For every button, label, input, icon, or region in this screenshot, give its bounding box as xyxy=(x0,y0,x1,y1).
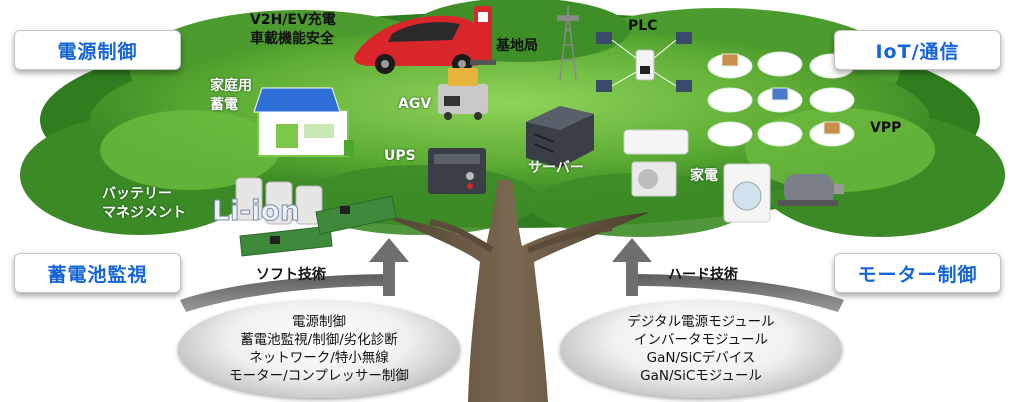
battery-mgmt-label-1: バッテリー xyxy=(102,186,172,202)
base-station-icon xyxy=(557,6,579,81)
battery-mgmt-label-2: マネジメント xyxy=(102,205,186,221)
ev-car-icon xyxy=(354,15,490,74)
vpp-grid-icon xyxy=(707,51,855,147)
home-storage-label-1: 家庭用 xyxy=(210,78,252,94)
soft-tech-item: 電源制御 xyxy=(292,314,346,330)
battery-monitor-category: 蓄電池監視 xyxy=(14,253,181,293)
hard-tech-oval: デジタル電源モジュール インバータモジュール GaN/SiCデバイス GaN/S… xyxy=(560,300,842,398)
battery-cells-icon xyxy=(235,177,323,225)
hard-tech-item: GaN/SiCモジュール xyxy=(640,368,762,384)
li-ion-label: Li-ion xyxy=(212,194,301,227)
base-station-label: 基地局 xyxy=(496,38,538,54)
hard-tech-item: デジタル電源モジュール xyxy=(627,314,775,330)
motor-icon xyxy=(778,174,844,206)
hard-tech-arrow xyxy=(612,238,844,312)
onboard-safety-label: 車載機能安全 xyxy=(250,31,334,47)
tree-trunk xyxy=(380,180,650,402)
server-icon xyxy=(526,106,594,168)
vpp-label: VPP xyxy=(870,120,902,136)
hard-tech-item: インバータモジュール xyxy=(633,332,769,348)
motor-control-category: モーター制御 xyxy=(834,253,1001,293)
air-conditioner-icon xyxy=(623,129,689,197)
soft-tech-arrow xyxy=(180,238,409,312)
soft-tech-oval: 電源制御 蓄電池監視/制御/劣化診断 ネットワーク/特小無線 モーター/コンプレ… xyxy=(178,300,460,398)
plc-label: PLC xyxy=(628,18,658,34)
v2h-label: V2H/EV充電 xyxy=(250,12,336,28)
soft-tech-item: ネットワーク/特小無線 xyxy=(249,350,389,366)
ups-label: UPS xyxy=(384,148,416,164)
home-storage-icon xyxy=(253,87,354,157)
server-label: サーバー xyxy=(528,160,584,176)
ev-charger-icon xyxy=(470,6,496,65)
soft-tech-title: ソフト技術 xyxy=(256,267,326,283)
agv-label: AGV xyxy=(398,96,432,112)
soft-tech-item: モーター/コンプレッサー制御 xyxy=(229,368,409,384)
ups-icon xyxy=(428,148,486,194)
soft-tech-item: 蓄電池監視/制御/劣化診断 xyxy=(240,332,398,348)
washing-machine-icon xyxy=(723,163,771,223)
hard-tech-title: ハード技術 xyxy=(668,267,738,283)
home-storage-label-2: 蓄電 xyxy=(210,97,238,113)
bms-board-icon xyxy=(239,195,397,257)
iot-comm-category: IoT/通信 xyxy=(834,30,1001,70)
power-control-category: 電源制御 xyxy=(14,30,181,70)
appliance-label: 家電 xyxy=(690,168,718,184)
hard-tech-item: GaN/SiCデバイス xyxy=(646,350,756,366)
agv-icon xyxy=(438,68,488,120)
plc-network-icon xyxy=(596,32,692,92)
